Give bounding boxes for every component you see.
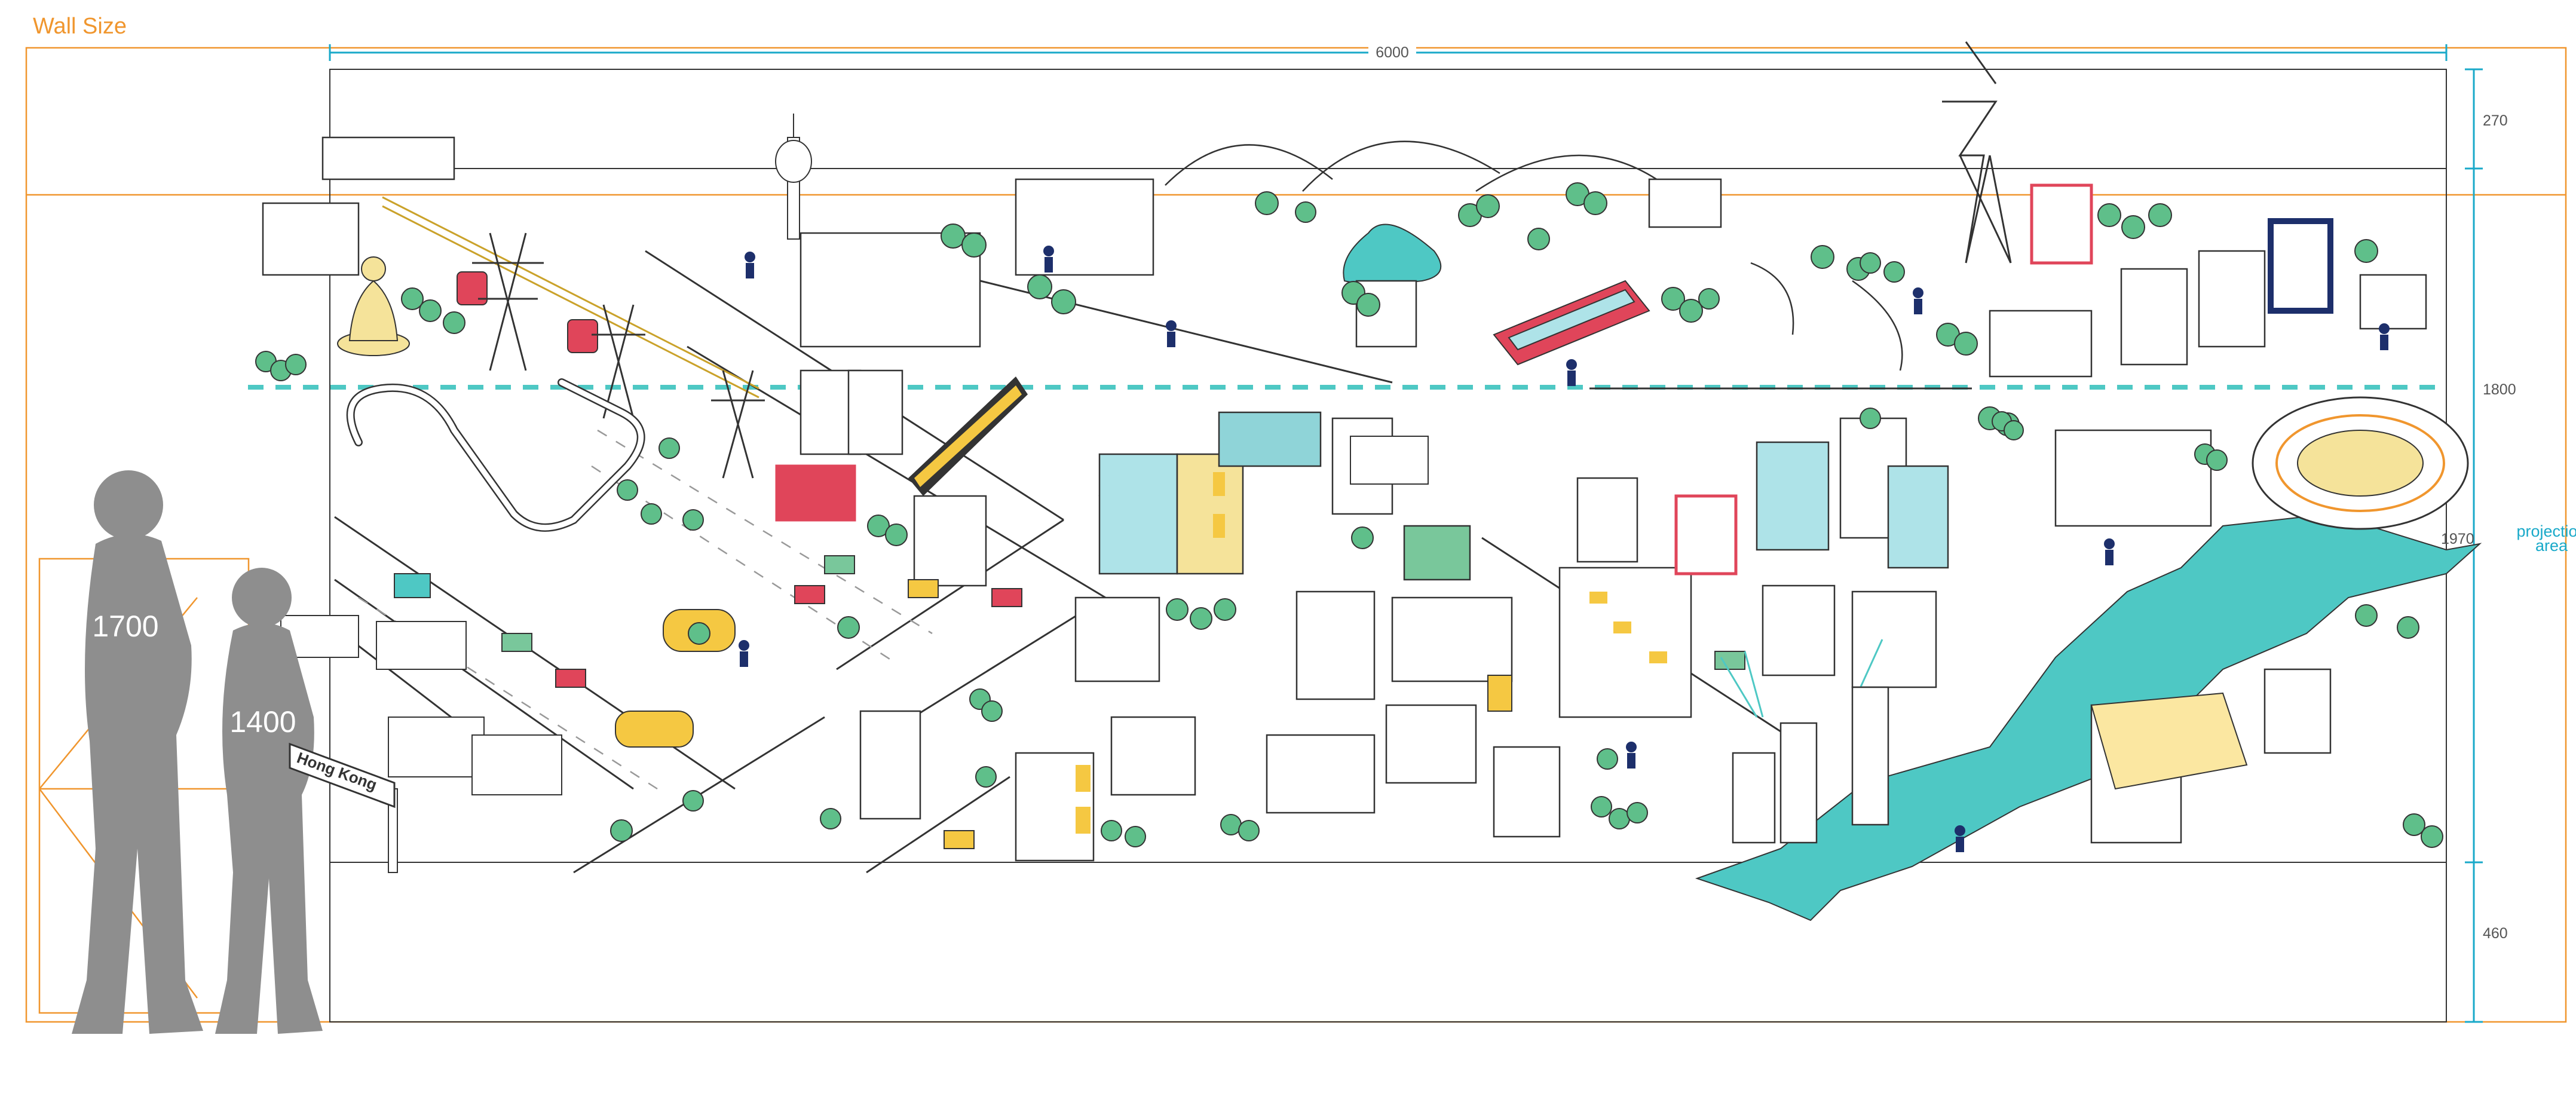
clinic [1385,704,1477,784]
trees [255,182,2443,848]
car [824,555,855,574]
building [847,369,903,455]
electricity-pylons [472,41,2012,479]
projection-height-label: 1970 [2441,531,2474,547]
projection-label-line2: area [2535,537,2568,555]
building [2198,250,2266,348]
wall-outline [25,47,2567,1023]
building [1576,477,1638,563]
exhibition-stand [2263,668,2332,754]
stadium-stand [2054,429,2212,527]
truck [388,717,485,777]
window-details [1076,472,1667,834]
truck [376,621,467,670]
glass-building [1887,465,1949,569]
top-label: 270 [2483,112,2508,129]
figure-short-label: 1400 [229,705,296,739]
middle-label: 1800 [2483,381,2516,398]
fuel-tanks [615,609,1512,748]
car [1714,651,1745,670]
terminal-building [800,232,981,348]
hospital [1295,590,1376,700]
car [908,579,939,598]
big-buddha-statue [337,256,410,356]
warehouse [262,202,360,276]
width-label: 6000 [1376,44,1409,61]
building [2120,268,2188,366]
display-screen [2268,218,2333,314]
cable-car-lines [382,196,759,399]
laboratory [1266,734,1376,814]
car [944,830,975,849]
building [913,495,987,587]
wall-boundary [25,47,2567,1023]
building [859,710,921,820]
buildings [262,136,2427,862]
bottom-label: 460 [2483,925,2508,942]
shopping-mall [1176,453,1244,575]
peak-tram-train [1493,280,1650,366]
cable-car-station [321,136,455,180]
cable-cars [457,271,598,353]
building [1493,746,1561,838]
street-sign: Hong Kong [289,742,398,873]
building [1074,596,1160,682]
roller-coaster-track [346,378,645,532]
ambulance [1350,436,1429,485]
figure-tall-label: 1700 [92,610,158,643]
glass-building [1098,453,1178,575]
projection-label-line1: projection [2516,522,2576,540]
person-silhouette-tall [72,470,203,1034]
tram [1403,525,1471,581]
workers [739,246,2390,852]
glass-building [1756,441,1830,551]
harbour-buildings [1732,686,1889,844]
pavilion-light [2090,692,2248,790]
notice-boards [775,183,2093,575]
hills [1165,140,1903,371]
glass-roof [1218,411,1322,467]
library [1989,310,2093,378]
car [501,633,532,652]
car [555,669,586,688]
station-hall [1015,178,1154,276]
mural-frame [329,69,2447,1022]
car [794,585,825,604]
building [1762,584,1836,676]
tv-tower [775,114,812,240]
fire-station [2359,274,2427,330]
car [991,588,1022,607]
government-office [1558,567,1692,718]
vehicles [280,436,1745,849]
reservoir-pond [1343,224,1442,284]
victoria-harbour-river [1695,513,2482,921]
person-silhouette-short [215,568,323,1034]
van [394,573,431,598]
sports-centre [1391,596,1513,682]
escalator [908,376,1028,496]
truck [471,734,562,795]
factory [1110,716,1196,796]
stadium [2252,396,2469,530]
tower-building [1648,178,1722,228]
building [1851,590,1937,688]
wall-size-title: Wall Size [33,14,127,39]
width-label-bg [1368,43,1416,62]
